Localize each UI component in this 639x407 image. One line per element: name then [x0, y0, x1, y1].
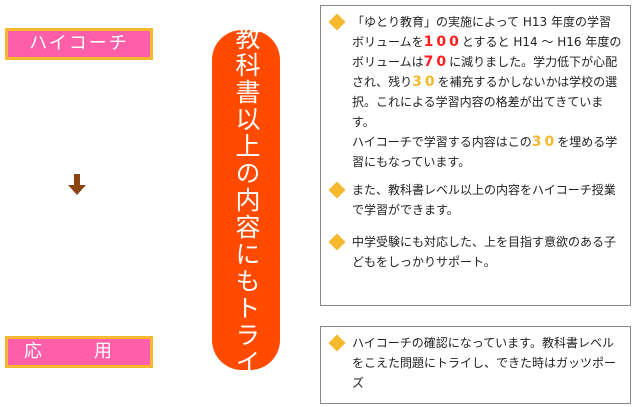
application-label: 応 用 — [5, 336, 153, 368]
diamond-bullet-icon — [328, 181, 346, 199]
highlight-number-30: 30 — [412, 74, 438, 90]
text-segment: 「ゆとり教育」の実施によって H13 年度の学習ボリュームを — [352, 15, 611, 49]
hicoach-label-text: ハイコーチ — [29, 33, 129, 54]
beyond-textbook-banner: 教科書以上の内容にもトライ — [212, 25, 280, 376]
info-item-1-para-2: ハイコーチで学習する内容はこの30を埋める学習にもなっています。 — [352, 132, 622, 172]
diamond-bullet-icon — [328, 334, 346, 352]
info-item-2: また、教科書レベル以上の内容をハイコーチ授業で学習ができます。 — [327, 180, 622, 220]
application-item-1: ハイコーチの確認になっています。教科書レベルをこえた問題にトライし、できた時はガ… — [327, 333, 622, 393]
info-item-3-text: 中学受験にも対応した、上を目指す意欲のある子どもをしっかりサポート。 — [352, 235, 617, 269]
text-segment: を補充するかしないかは学校の選択。これによる学習内容の格差が出てきています。 — [352, 75, 618, 129]
beyond-textbook-text: 教科書以上の内容にもトライ — [232, 24, 261, 376]
application-label-char-2: 用 — [94, 341, 112, 362]
info-item-2-text: また、教科書レベル以上の内容をハイコーチ授業で学習ができます。 — [352, 183, 616, 217]
application-label-char-1: 応 — [24, 341, 42, 362]
highlight-number-30: 30 — [531, 134, 558, 150]
info-item-3: 中学受験にも対応した、上を目指す意欲のある子どもをしっかりサポート。 — [327, 232, 622, 272]
highlight-number-100: 100 — [423, 34, 462, 50]
diamond-bullet-icon — [328, 13, 346, 31]
text-segment: に減りました。学力低下が心配され、残り — [352, 55, 618, 89]
main-info-box: 「ゆとり教育」の実施によって H13 年度の学習ボリュームを100とすると H1… — [320, 5, 631, 306]
highlight-number-70: 70 — [423, 54, 450, 70]
info-item-1: 「ゆとり教育」の実施によって H13 年度の学習ボリュームを100とすると H1… — [327, 12, 622, 172]
text-segment: ハイコーチで学習する内容はこの — [352, 135, 532, 149]
text-segment: を埋める学習にもなっています。 — [352, 135, 618, 169]
hicoach-label: ハイコーチ — [5, 28, 153, 60]
info-item-1-para-1: 「ゆとり教育」の実施によって H13 年度の学習ボリュームを100とすると H1… — [352, 12, 622, 132]
application-info-box: ハイコーチの確認になっています。教科書レベルをこえた問題にトライし、できた時はガ… — [320, 326, 631, 404]
application-item-1-text: ハイコーチの確認になっています。教科書レベルをこえた問題にトライし、できた時はガ… — [352, 336, 617, 390]
text-segment: とすると H14 ～ H16 年度のボリュームは — [352, 35, 622, 69]
info-item-1-text: 「ゆとり教育」の実施によって H13 年度の学習ボリュームを100とすると H1… — [352, 12, 622, 172]
diamond-bullet-icon — [328, 233, 346, 251]
down-arrow-icon — [68, 174, 86, 195]
